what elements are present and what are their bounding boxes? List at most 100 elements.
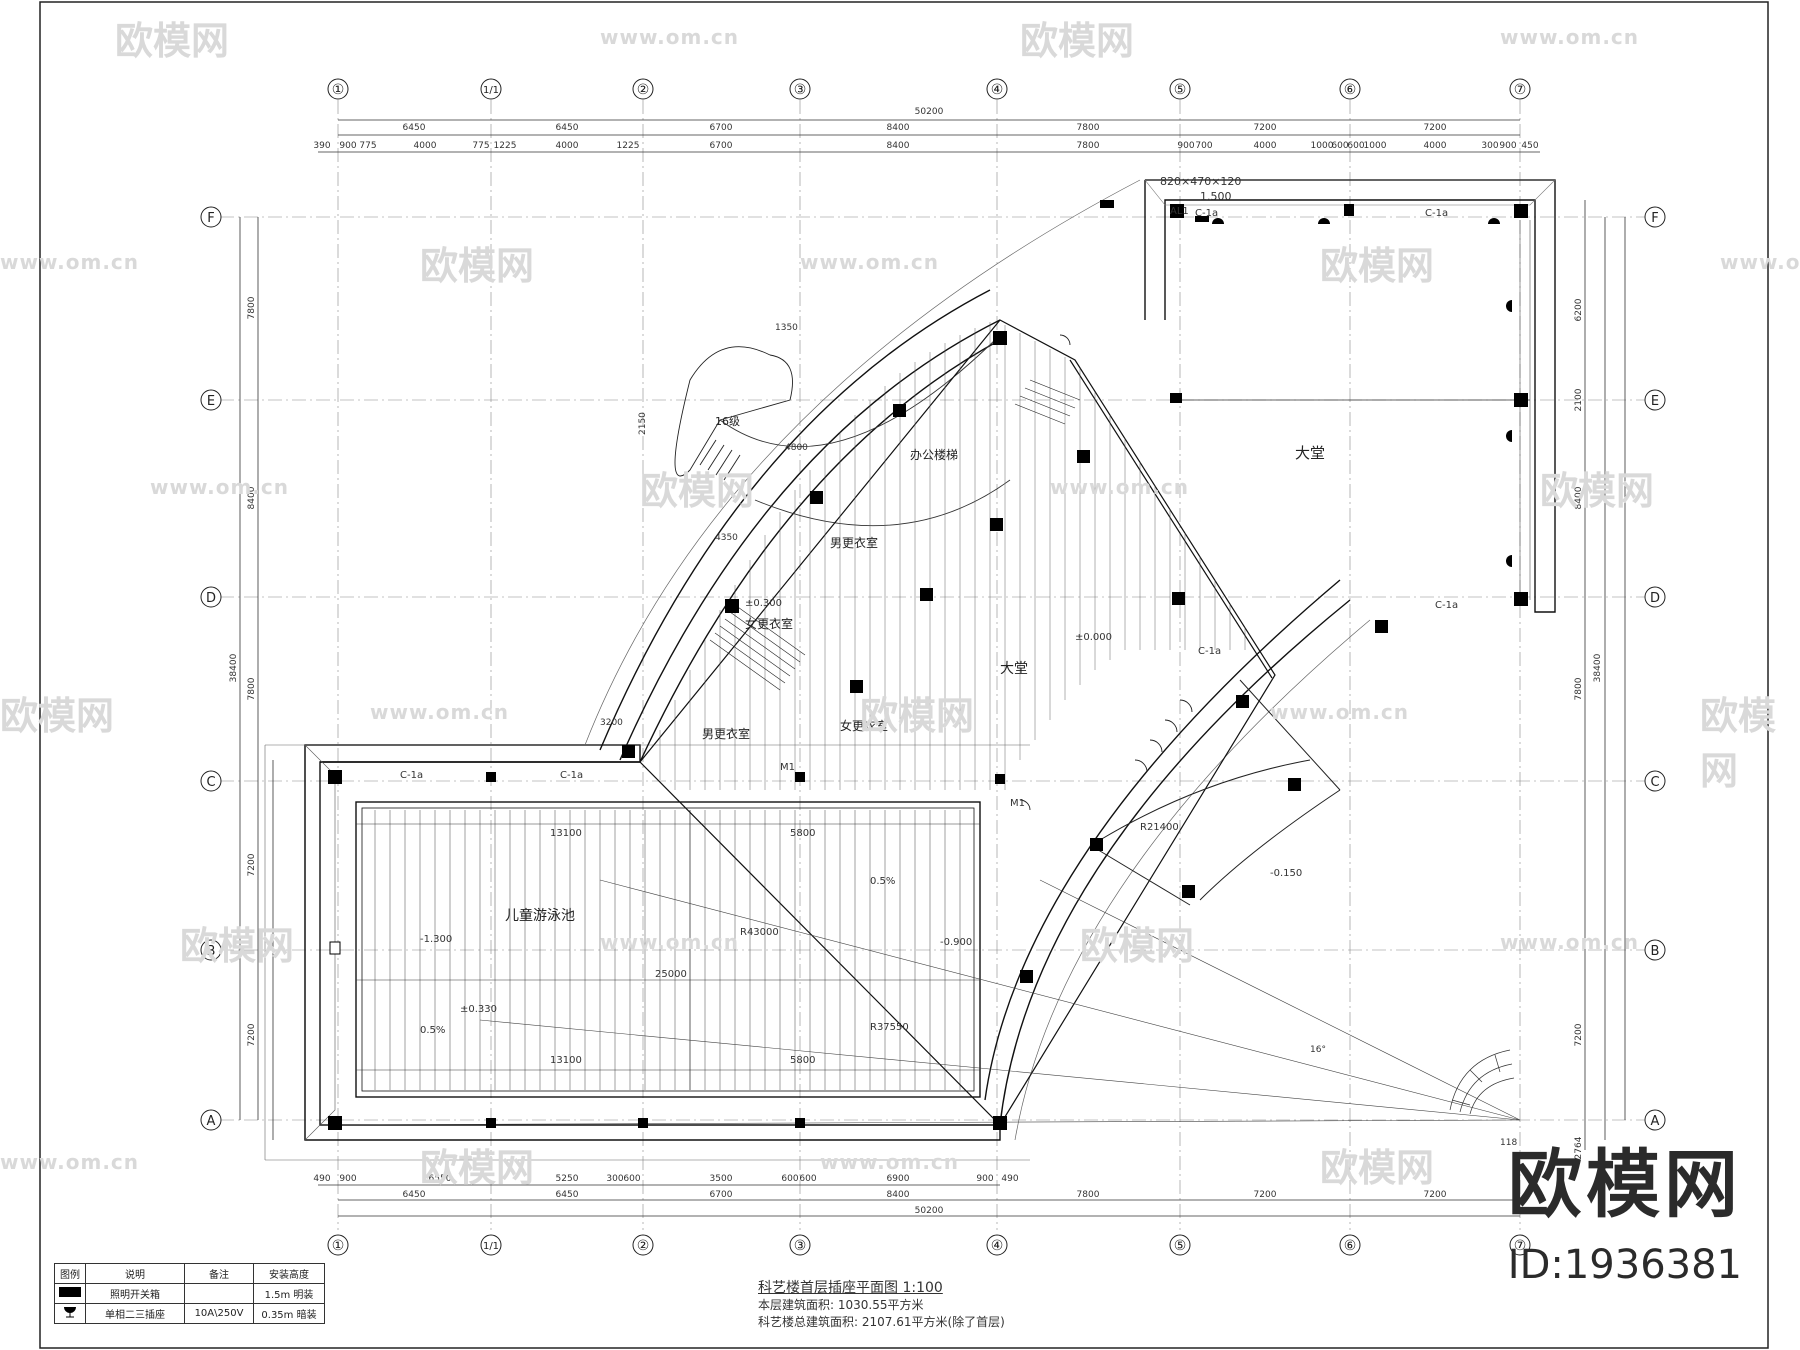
axis-bubble-left-C: C xyxy=(200,770,222,792)
total-area: 科艺楼总建筑面积: 2107.61平方米(除了首层) xyxy=(758,1315,1005,1329)
step-angle: 16° xyxy=(1310,1045,1326,1055)
window-c1a-6: C-1a xyxy=(1435,600,1458,611)
svg-text:7200: 7200 xyxy=(1424,1190,1447,1200)
watermark-logo: 欧模网 xyxy=(115,19,230,63)
watermark-url: www.om.cn xyxy=(1500,25,1640,49)
room-label-female-change-2: 女更衣室 xyxy=(840,718,888,733)
svg-text:7200: 7200 xyxy=(1254,1190,1277,1200)
axis-bubble-right-F: F xyxy=(1644,206,1666,228)
axis-bubble-right-E: E xyxy=(1644,389,1666,411)
spiral-stair-bump xyxy=(674,346,793,481)
svg-text:7200: 7200 xyxy=(1424,123,1447,133)
brand-id: ID:1936381 xyxy=(1507,1242,1742,1288)
left-dimension-text: 38400 7800 8400 7800 7200 7200 xyxy=(229,296,257,1046)
svg-text:7200: 7200 xyxy=(247,853,257,876)
radius-37550: R37550 xyxy=(870,1022,909,1033)
legend-header: 图例 xyxy=(54,1263,86,1284)
axis-bubble-top-1: ① xyxy=(327,78,349,100)
window-c1a-4: C-1a xyxy=(560,770,583,781)
fan-steps xyxy=(1449,1049,1515,1115)
room-labels: 大堂 大堂 儿童游泳池 办公楼梯 男更衣室 女更衣室 女更衣室 男更衣室 16级 xyxy=(505,415,1325,924)
grid-lines-horizontal xyxy=(220,216,1650,1121)
stair-16-label: 16级 xyxy=(715,415,740,428)
watermark-url: www.om.cn xyxy=(0,250,140,274)
svg-text:②: ② xyxy=(637,1238,650,1254)
svg-text:⑤: ⑤ xyxy=(1174,1238,1187,1254)
left-dimension-lines xyxy=(239,217,274,1140)
svg-text:1225: 1225 xyxy=(617,141,640,151)
svg-text:7200: 7200 xyxy=(1574,1023,1584,1046)
svg-text:2100: 2100 xyxy=(1574,388,1584,411)
window-c1a-2: C-1a xyxy=(1425,208,1448,219)
entrance-canopy xyxy=(1089,679,1341,906)
pool-hatch xyxy=(374,810,961,1090)
top-total-dim: 50200 xyxy=(915,107,944,117)
elev-0: ±0.000 xyxy=(1075,632,1112,643)
floor-area: 本层建筑面积: 1030.55平方米 xyxy=(758,1298,924,1312)
svg-text:600: 600 xyxy=(1347,141,1364,151)
svg-text:D: D xyxy=(206,591,216,606)
axis-bubble-top-7: ⑦ xyxy=(1509,78,1531,100)
svg-text:6450: 6450 xyxy=(556,123,579,133)
svg-text:7200: 7200 xyxy=(247,1023,257,1046)
watermark-url: www.om.cn xyxy=(800,250,940,274)
elev-m1300: -1.300 xyxy=(420,934,452,945)
svg-text:1/1: 1/1 xyxy=(483,85,499,96)
svg-text:E: E xyxy=(1651,394,1659,409)
legend-header: 安装高度 xyxy=(253,1263,325,1284)
window-c1a-5: C-1a xyxy=(1198,646,1221,657)
watermark-url: www.om.cn xyxy=(600,930,740,954)
lobby-walls xyxy=(639,319,1276,1126)
axis-bubble-top-5: ⑤ xyxy=(1169,78,1191,100)
svg-text:⑦: ⑦ xyxy=(1514,82,1527,98)
svg-text:8400: 8400 xyxy=(247,486,257,509)
svg-text:3500: 3500 xyxy=(710,1174,733,1184)
legend-desc: 单相二三插座 xyxy=(85,1303,185,1324)
slope-1: 0.5% xyxy=(870,876,895,887)
axis-bubble-left-B: B xyxy=(200,939,222,961)
door-m1-2: M1 xyxy=(1010,798,1025,809)
watermark-logo: 欧模网 xyxy=(1700,694,1777,793)
svg-text:5250: 5250 xyxy=(556,1174,579,1184)
axis-bubble-bottom-1: ① xyxy=(327,1234,349,1256)
curved-wing-walls xyxy=(584,179,1371,1141)
bottom-total-dim: 50200 xyxy=(915,1206,944,1216)
top-dimension-lines xyxy=(318,119,1540,153)
axis-bubble-right-C: C xyxy=(1644,770,1666,792)
dim-118: 118 xyxy=(1500,1138,1517,1148)
svg-text:7800: 7800 xyxy=(1077,141,1100,151)
svg-text:⑦: ⑦ xyxy=(1514,1238,1527,1254)
axis-bubble-top-3: ③ xyxy=(789,78,811,100)
svg-text:A: A xyxy=(1651,1114,1660,1129)
svg-text:①: ① xyxy=(332,1238,345,1254)
axis-bubble-right-A: A xyxy=(1644,1109,1666,1131)
switch-box-icon xyxy=(54,1283,86,1304)
axis-bubble-bottom-4: ④ xyxy=(986,1234,1008,1256)
elev-m0150: -0.150 xyxy=(1270,868,1302,879)
watermark-logo: 欧模网 xyxy=(860,694,975,738)
svg-text:B: B xyxy=(1651,944,1660,959)
elev-p0330: ±0.330 xyxy=(460,1004,497,1015)
svg-text:7800: 7800 xyxy=(1574,677,1584,700)
watermark-url: www.om.cn xyxy=(370,700,510,724)
size-note: 820×470×120 xyxy=(1160,175,1241,188)
dim-13100-bottom: 13100 xyxy=(550,1055,582,1066)
svg-text:6700: 6700 xyxy=(710,141,733,151)
window-c1a-1: C-1a xyxy=(1195,208,1218,219)
watermark-url: www.om.cn xyxy=(1270,700,1410,724)
svg-text:E: E xyxy=(207,394,215,409)
legend-note xyxy=(184,1283,254,1304)
axis-bubble-bottom-1-1: 1/1 xyxy=(480,1234,502,1256)
svg-text:③: ③ xyxy=(794,82,807,98)
watermark-logo: 欧模网 xyxy=(1020,19,1135,63)
room-label-female-change-1: 女更衣室 xyxy=(745,616,793,631)
top-axis-bubbles: ① 1/1 ② ③ ④ ⑤ ⑥ ⑦ xyxy=(327,78,1531,100)
dim-25000: 25000 xyxy=(655,969,687,980)
svg-text:B: B xyxy=(207,944,216,959)
svg-text:⑤: ⑤ xyxy=(1174,82,1187,98)
legend-header-row: 图例 说明 备注 安装高度 xyxy=(54,1263,325,1284)
svg-text:7800: 7800 xyxy=(247,296,257,319)
bottom-dimension-text: 490 900 6550 5250 300 600 3500 600 600 6… xyxy=(313,1174,1446,1216)
svg-text:F: F xyxy=(1651,211,1658,226)
